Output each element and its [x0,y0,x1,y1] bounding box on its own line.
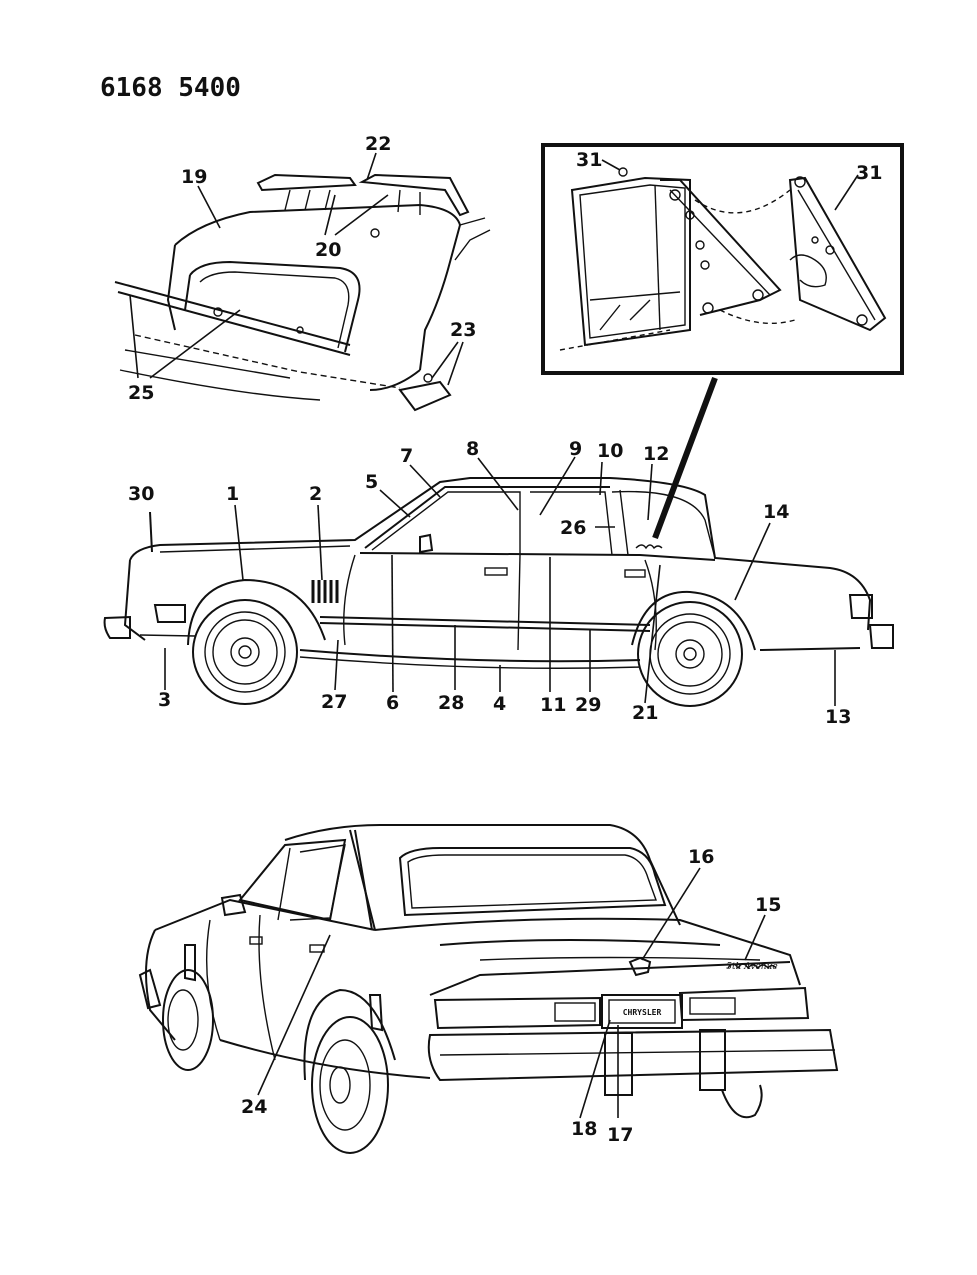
callout-16: 16 [688,846,714,868]
callout-26: 26 [560,517,586,539]
roof-detail-view [114,173,491,412]
callout-31-right: 31 [856,162,882,184]
callout-12: 12 [643,443,669,465]
callout-2: 2 [309,483,322,505]
callout-8: 8 [466,438,479,460]
quarter-window-inset [541,143,904,375]
callout-13: 13 [825,706,851,728]
callout-9: 9 [569,438,582,460]
callout-23: 23 [450,319,476,341]
part-number-header: 6168 5400 [100,73,241,103]
callout-19: 19 [181,166,207,188]
side-view-car [103,477,894,707]
callout-27: 27 [321,691,347,713]
callout-24: 24 [241,1096,267,1118]
callout-11: 11 [540,694,566,716]
callout-14: 14 [763,501,789,523]
callout-25: 25 [128,382,154,404]
callout-20: 20 [315,239,341,261]
callout-6: 6 [386,692,399,714]
callout-31-left: 31 [576,149,602,171]
license-plate-text: CHRYSLER [623,1008,662,1017]
callout-10: 10 [597,440,623,462]
callout-18: 18 [571,1118,597,1140]
callout-5: 5 [365,471,378,493]
rear-script-emblem: 5th Avenue [726,962,777,972]
callout-1: 1 [226,483,239,505]
callout-4: 4 [493,693,506,715]
callout-28: 28 [438,692,464,714]
callout-21: 21 [632,702,658,724]
callout-3: 3 [158,689,171,711]
callout-29: 29 [575,694,601,716]
callout-30: 30 [128,483,154,505]
callout-22: 22 [365,133,391,155]
rear-view-car [138,824,839,1154]
callout-7: 7 [400,445,413,467]
callout-labels: 19 22 20 23 25 31 31 30 1 2 5 7 8 9 10 1… [128,133,882,1146]
callout-17: 17 [607,1124,633,1146]
callout-15: 15 [755,894,781,916]
